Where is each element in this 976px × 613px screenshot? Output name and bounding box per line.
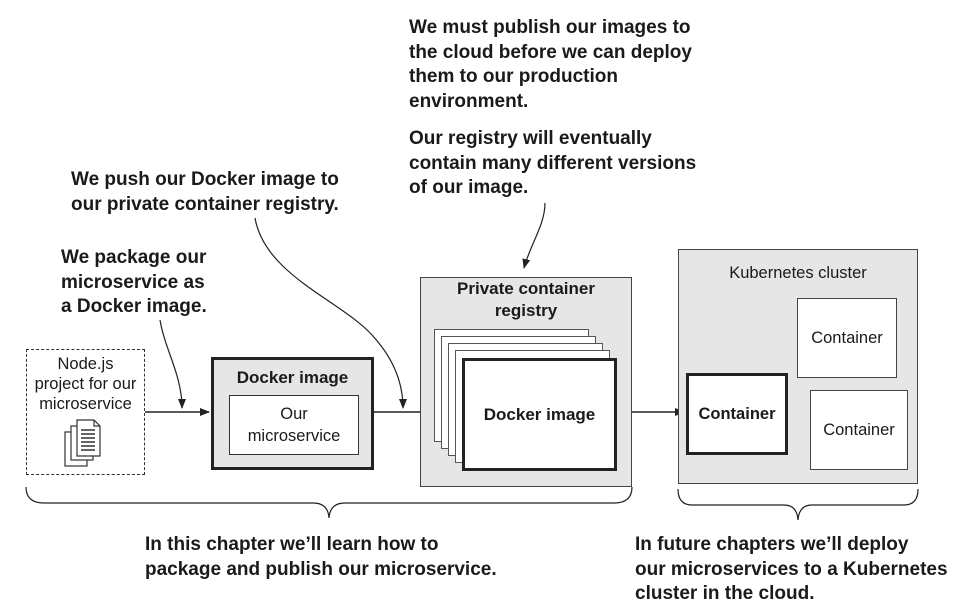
this-chapter-note: In this chapter we’ll learn how to packa… [145,534,497,580]
nodejs-project-label: Node.js project for our microservice [34,355,137,413]
registry-title: Private container registry [457,279,595,320]
kubernetes-cluster-title: Kubernetes cluster [729,264,867,282]
docker-image-title: Docker image [236,368,349,387]
registry-docker-image-box: Docker image [462,358,617,471]
publish-note: We must publish our images to the cloud … [409,17,692,112]
container-box-bottom: Container [810,390,908,470]
callout-package [159,319,186,409]
container-box-main: Container [686,373,788,455]
future-chapters-note: In future chapters we’ll deploy our micr… [635,534,948,604]
package-note: We package our microservice as a Docker … [61,247,207,317]
versions-note: Our registry will eventually contain man… [409,128,697,198]
container-box-top: Container [797,298,897,378]
push-note: We push our Docker image to our private … [71,169,339,215]
callout-push [254,217,407,409]
brace-this-chapter [25,486,633,519]
our-microservice-box: Our microservice [229,395,359,455]
callout-versions [522,202,546,269]
documents-icon [64,419,101,467]
brace-future-chapters [677,488,919,521]
